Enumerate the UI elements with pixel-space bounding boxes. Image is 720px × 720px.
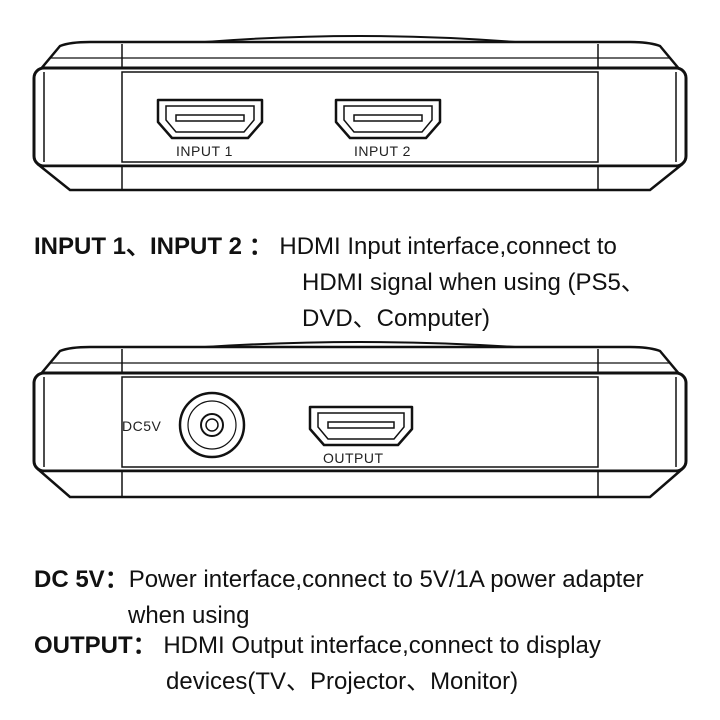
- device-input-side-drawing: INPUT 1 INPUT 2: [32, 35, 688, 192]
- output-description: OUTPUT： HDMI Output interface,connect to…: [34, 628, 601, 700]
- hdmi-port-input-2: [334, 98, 442, 140]
- input-2-port-label: INPUT 2: [354, 143, 411, 159]
- input-description: INPUT 1、INPUT 2 ： HDMI Input interface,c…: [34, 229, 645, 337]
- output-description-line-2: devices(TV、Projector、Monitor): [166, 668, 519, 695]
- input-description-line-1: HDMI Input interface,connect to: [279, 233, 617, 260]
- dc-description-line-1: Power interface,connect to 5V/1A power a…: [128, 566, 644, 593]
- hdmi-port-input-1: [156, 98, 264, 140]
- output-description-line-1: HDMI Output interface,connect to display: [163, 632, 601, 659]
- device-output-side-drawing: DC5V OUTPUT: [32, 341, 688, 499]
- dc-term: DC 5V：: [34, 566, 129, 593]
- input-description-line-3: DVD、Computer): [302, 305, 491, 332]
- output-port-label: OUTPUT: [323, 450, 384, 466]
- output-term: OUTPUT：: [34, 632, 157, 659]
- input-description-line-2: HDMI signal when using (PS5、: [302, 269, 645, 296]
- input-side-diagram: INPUT 1 INPUT 2: [0, 0, 720, 215]
- hdmi-port-output: [308, 405, 414, 447]
- dc-description: DC 5V：Power interface,connect to 5V/1A p…: [34, 562, 644, 634]
- input-term: INPUT 1、INPUT 2 ：: [34, 233, 273, 260]
- dc-description-line-2: when using: [128, 602, 250, 629]
- dc5v-port-label: DC5V: [122, 418, 162, 434]
- input-1-port-label: INPUT 1: [176, 143, 233, 159]
- dc-power-jack: [178, 391, 246, 459]
- output-side-diagram: DC5V OUTPUT: [0, 335, 720, 525]
